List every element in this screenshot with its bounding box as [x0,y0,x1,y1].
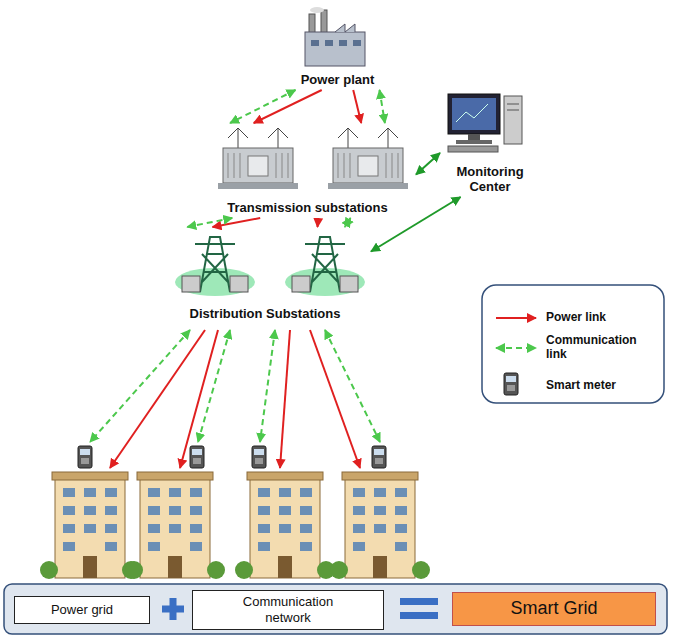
equation-box: Power grid [14,596,150,624]
legend-text: Smart meter [546,378,616,392]
communication-link [416,153,440,175]
power-link [353,90,361,123]
legend-text: Power link [546,310,606,324]
communication-link [345,218,351,227]
substation-label: Distribution Substations [160,228,370,322]
communication-link [380,90,385,123]
equation-box: Communication network [192,590,384,630]
substation-label: Transmission substations [200,124,415,216]
node-text: Monitoring Center [447,164,533,195]
communication-link [187,218,232,227]
legend-text: Communication link [546,333,656,361]
communication-link [230,90,295,123]
node-text: Smart Grid [510,598,597,620]
node-text: Transmission substations [227,200,387,216]
power-link [213,218,261,227]
monitoring-label: Monitoring Center [441,90,539,195]
node-text: Power grid [51,602,113,618]
result-box: Smart Grid [452,592,656,626]
power-plant-label: Power plant [285,4,390,88]
node-text: Communication network [226,594,351,625]
power-link [317,218,320,227]
node-text: Distribution Substations [190,306,341,322]
node-text: Power plant [301,72,375,88]
